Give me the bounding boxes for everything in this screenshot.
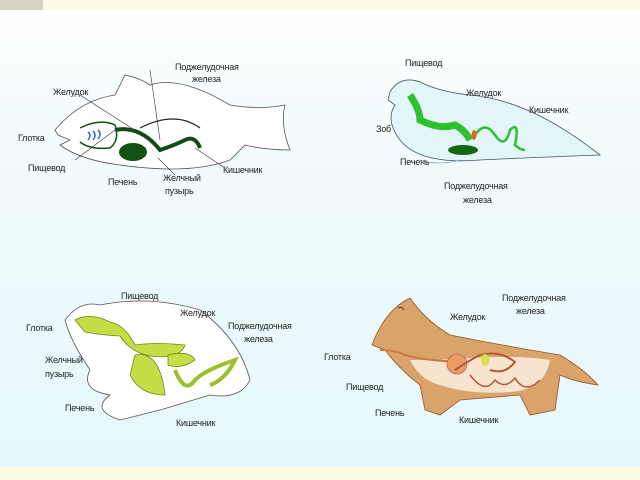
fish-gallbladder-label-line2: пузырь <box>165 186 194 196</box>
dog-diagram <box>371 297 599 416</box>
dog-intestine-label: Кишечник <box>459 415 499 425</box>
fish-pharynx-label: Глотка <box>18 133 45 143</box>
fish-diagram <box>54 69 291 176</box>
slide-corner-block <box>0 0 43 10</box>
frog-pharynx-label: Глотка <box>26 323 53 333</box>
dog-esophagus-label: Пищевод <box>346 382 384 392</box>
slide-top-bar <box>0 0 640 10</box>
frog-liver-label: Печень <box>65 403 95 413</box>
dog-pharynx-label: Глотка <box>324 352 351 362</box>
frog-pancreas-label-line2: железа <box>244 334 273 344</box>
frog-gallbladder-label: Желчный <box>45 355 83 365</box>
frog-pancreas-label: Поджелудочная <box>228 321 292 331</box>
fish-stomach-label: Желудок <box>53 87 89 97</box>
bird-esophagus-label: Пищевод <box>405 58 443 68</box>
fish-pancreas-label-line2: железа <box>192 74 221 84</box>
slide-bottom-bar <box>0 467 640 480</box>
frog-esophagus-label: Пищевод <box>121 291 159 301</box>
bird-diagram <box>387 79 602 164</box>
frog-intestine-label: Кишечник <box>176 418 216 428</box>
fish-liver-label: Печень <box>108 177 138 187</box>
fish-gallbladder-label: Желчный <box>163 173 201 183</box>
dog-pancreas-label-line2: железа <box>516 306 545 316</box>
frog-gallbladder-label-line2: пузырь <box>45 369 74 379</box>
bird-crop-label: Зоб <box>376 124 391 134</box>
bird-intestine-label: Кишечник <box>529 105 569 115</box>
frog-stomach-label: Желудок <box>180 308 216 318</box>
fish-intestine-label: Кишечник <box>223 165 263 175</box>
fish-esophagus-label: Пищевод <box>28 163 66 173</box>
bird-pancreas-label: Поджелудочная <box>444 181 508 191</box>
dog-pancreas-label: Поджелудочная <box>502 293 566 303</box>
dog-liver-label: Печень <box>375 408 405 418</box>
bird-liver-label: Печень <box>400 157 430 167</box>
bird-pancreas-label-line2: железа <box>463 195 492 205</box>
frog-diagram <box>64 300 251 421</box>
fish-pancreas-label: Поджелудочная <box>175 62 239 72</box>
bird-stomach-label: Желудок <box>466 88 502 98</box>
dog-stomach-label: Желудок <box>450 312 486 322</box>
